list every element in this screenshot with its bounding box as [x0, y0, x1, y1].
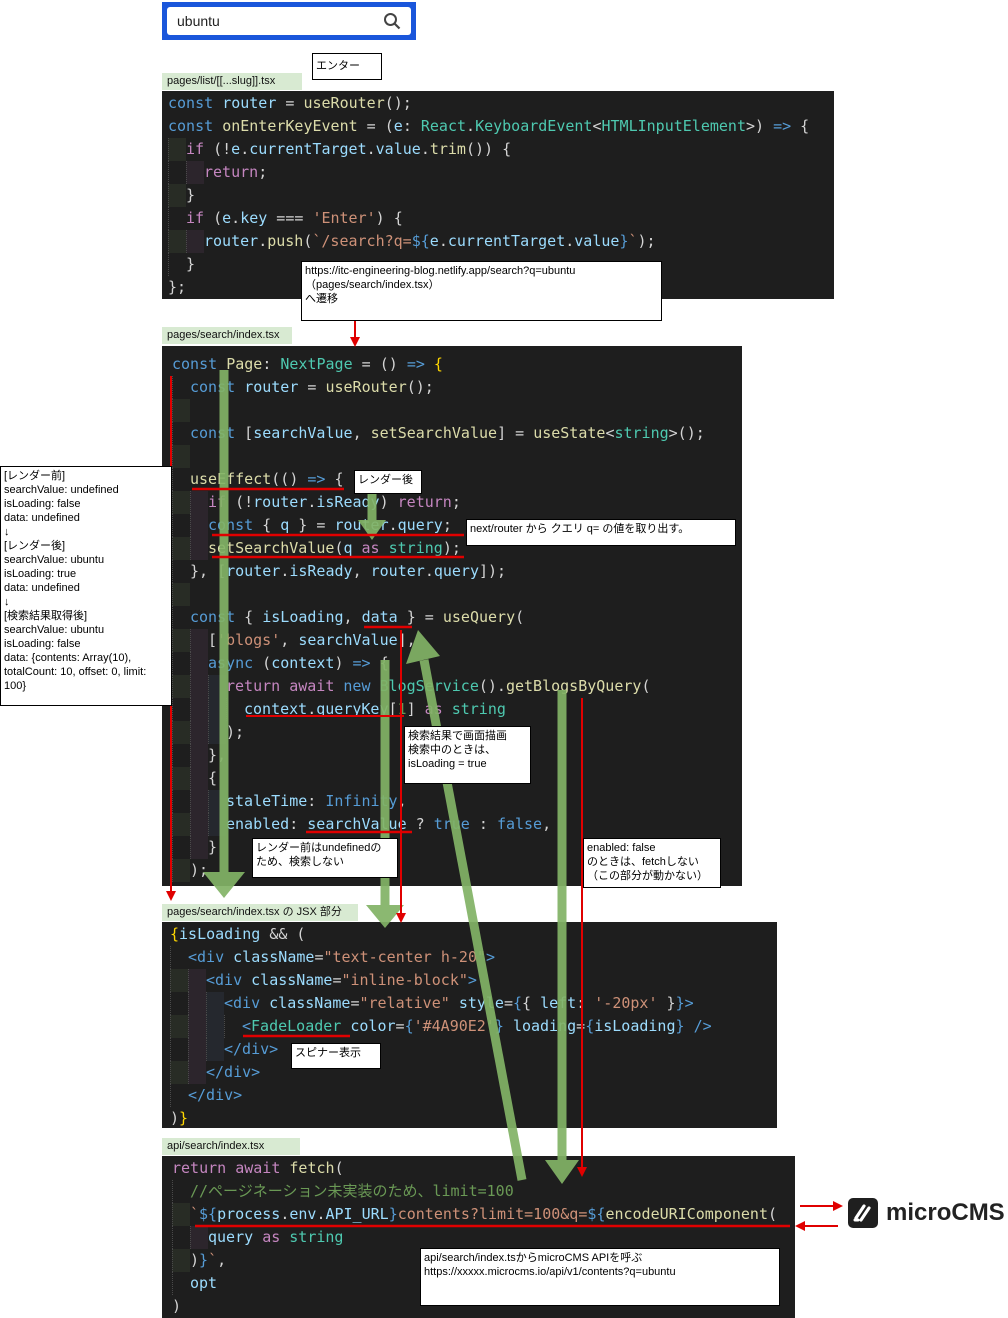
- state-transition-note: [レンダー前] searchValue: undefined isLoading…: [0, 466, 172, 706]
- search-box[interactable]: ubuntu: [162, 2, 416, 40]
- search-input[interactable]: ubuntu: [177, 13, 220, 29]
- microcms-logo: microCMS: [848, 1198, 1005, 1228]
- before-render-note: レンダー前はundefinedの ため、検索しない: [252, 838, 398, 878]
- transition-note: https://itc-engineering-blog.netlify.app…: [301, 261, 662, 321]
- code-block-jsx: {isLoading && ( <div className="text-cen…: [162, 922, 777, 1128]
- microcms-logo-icon: [848, 1198, 878, 1228]
- router-query-note: next/router から クエリ q= の値を取り出す。: [466, 519, 736, 546]
- file-label-list: pages/list/[[...slug]].tsx: [162, 73, 302, 90]
- api-call-note: api/search/index.tsからmicroCMS APIを呼ぶ htt…: [420, 1248, 780, 1306]
- microcms-logo-text: microCMS: [886, 1199, 1005, 1226]
- enter-note: エンター: [312, 53, 382, 80]
- code-block-search: const Page: NextPage = () => { const rou…: [162, 346, 742, 886]
- file-label-search: pages/search/index.tsx: [162, 327, 292, 344]
- enabled-false-note: enabled: false のときは、fetchしない （この部分が動かない）: [583, 838, 721, 888]
- search-icon[interactable]: [383, 12, 401, 30]
- file-label-api: api/search/index.tsx: [162, 1138, 300, 1155]
- searching-note: 検索結果で画面描画 検索中のときは、 isLoading = true: [404, 726, 531, 784]
- after-render-note: レンダー後: [354, 470, 422, 494]
- file-label-jsx: pages/search/index.tsx の JSX 部分: [162, 904, 358, 921]
- search-input-container[interactable]: ubuntu: [167, 7, 411, 35]
- spinner-note: スピナー表示: [291, 1043, 381, 1069]
